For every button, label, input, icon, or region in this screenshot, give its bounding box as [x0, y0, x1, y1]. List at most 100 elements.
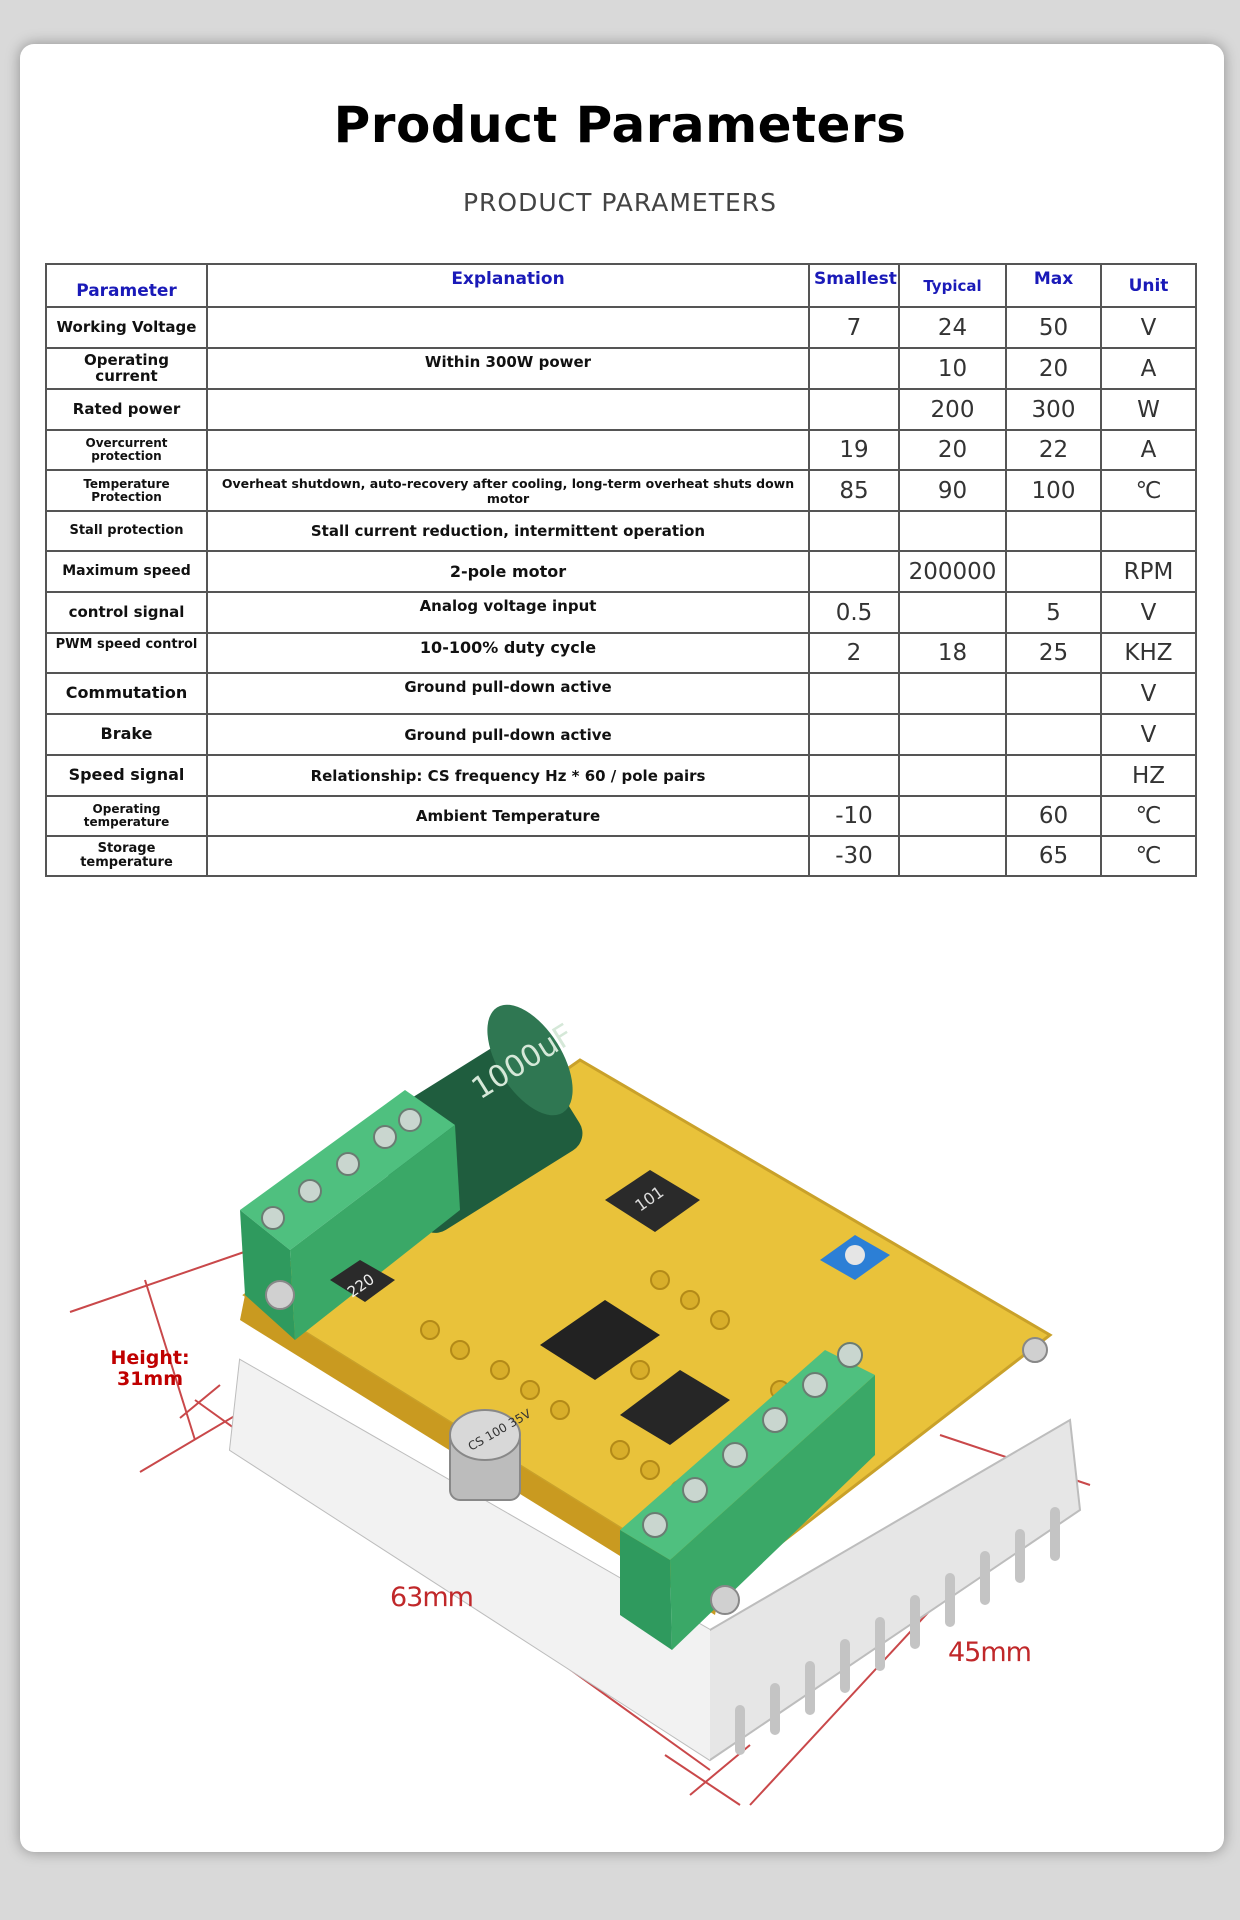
param-max: [1005, 713, 1102, 756]
param-max: 5: [1005, 591, 1102, 634]
table-row: PWM speed control 10-100% duty cycle 2 1…: [45, 632, 1197, 674]
param-explanation: [206, 835, 810, 877]
param-typical: [898, 510, 1007, 552]
param-max: 65: [1005, 835, 1102, 877]
param-unit: ℃: [1100, 835, 1197, 877]
header-smallest: Smallest: [808, 263, 900, 308]
param-explanation: [206, 429, 810, 471]
param-explanation: Overheat shutdown, auto-recovery after c…: [206, 469, 810, 512]
param-name: PWM speed control: [45, 632, 208, 674]
param-name: Speed signal: [45, 754, 208, 797]
param-typical: 90: [898, 469, 1007, 512]
height-dimension-label: Height: 31mm: [110, 1347, 190, 1390]
param-name: Overcurrent protection: [45, 429, 208, 471]
param-typical: [898, 754, 1007, 797]
param-typical: 10: [898, 347, 1007, 390]
param-smallest: -10: [808, 795, 900, 837]
param-max: 60: [1005, 795, 1102, 837]
length-dimension-label: 63mm: [390, 1582, 474, 1613]
param-typical: [898, 835, 1007, 877]
param-explanation: [206, 388, 810, 431]
header-max: Max: [1005, 263, 1102, 308]
table-header-row: Parameter Explanation Smallest Typical M…: [45, 263, 1197, 308]
param-unit: ℃: [1100, 795, 1197, 837]
param-smallest: 19: [808, 429, 900, 471]
header-unit: Unit: [1100, 263, 1197, 308]
param-explanation: Ground pull-down active: [206, 672, 810, 715]
param-explanation: [206, 306, 810, 349]
table-row: Maximum speed 2-pole motor 200000 RPM: [45, 550, 1197, 593]
param-explanation: 10-100% duty cycle: [206, 632, 810, 674]
table-row: Speed signal Relationship: CS frequency …: [45, 754, 1197, 797]
param-name: Maximum speed: [45, 550, 208, 593]
param-unit: HZ: [1100, 754, 1197, 797]
table-row: Rated power 200 300 W: [45, 388, 1197, 431]
param-explanation: Relationship: CS frequency Hz * 60 / pol…: [206, 754, 810, 797]
param-typical: 24: [898, 306, 1007, 349]
header-explanation: Explanation: [206, 263, 810, 308]
param-smallest: [808, 347, 900, 390]
param-explanation: 2-pole motor: [206, 550, 810, 593]
param-unit: KHZ: [1100, 632, 1197, 674]
header-typical: Typical: [898, 263, 1007, 308]
param-typical: 18: [898, 632, 1007, 674]
param-max: 50: [1005, 306, 1102, 349]
table-row: Operating current Within 300W power 10 2…: [45, 347, 1197, 390]
mounting-screws: [265, 1280, 1048, 1615]
table-row: control signal Analog voltage input 0.5 …: [45, 591, 1197, 634]
heatsink: [228, 1358, 1082, 1762]
table-row: Brake Ground pull-down active V: [45, 713, 1197, 756]
param-name: Operating temperature: [45, 795, 208, 837]
parameters-table: Parameter Explanation Smallest Typical M…: [45, 263, 1197, 877]
table-row: Stall protection Stall current reduction…: [45, 510, 1197, 552]
param-smallest: [808, 713, 900, 756]
param-smallest: [808, 754, 900, 797]
param-max: 20: [1005, 347, 1102, 390]
param-unit: W: [1100, 388, 1197, 431]
table-row: Operating temperature Ambient Temperatur…: [45, 795, 1197, 837]
page-subtitle: PRODUCT PARAMETERS: [462, 188, 778, 217]
param-smallest: [808, 388, 900, 431]
param-max: [1005, 672, 1102, 715]
param-name: Temperature Protection: [45, 469, 208, 512]
param-typical: 20: [898, 429, 1007, 471]
param-smallest: 7: [808, 306, 900, 349]
param-max: 100: [1005, 469, 1102, 512]
param-unit: A: [1100, 347, 1197, 390]
param-name: control signal: [45, 591, 208, 634]
header-parameter: Parameter: [45, 263, 208, 308]
param-max: [1005, 510, 1102, 552]
param-name: Brake: [45, 713, 208, 756]
param-name: Operating current: [45, 347, 208, 390]
width-dimension-label: 45mm: [948, 1637, 1032, 1668]
param-explanation: Ambient Temperature: [206, 795, 810, 837]
param-max: [1005, 754, 1102, 797]
table-row: Temperature Protection Overheat shutdown…: [45, 469, 1197, 512]
param-typical: [898, 672, 1007, 715]
param-name: Commutation: [45, 672, 208, 715]
param-typical: [898, 713, 1007, 756]
param-name: Storage temperature: [45, 835, 208, 877]
param-explanation: Within 300W power: [206, 347, 810, 390]
param-smallest: [808, 510, 900, 552]
param-explanation: Stall current reduction, intermittent op…: [206, 510, 810, 552]
param-unit: ℃: [1100, 469, 1197, 512]
param-max: 22: [1005, 429, 1102, 471]
param-explanation: Analog voltage input: [206, 591, 810, 634]
table-row: Storage temperature -30 65 ℃: [45, 835, 1197, 877]
small-capacitor: CS 100 35V: [449, 1406, 534, 1501]
param-typical: 200000: [898, 550, 1007, 593]
param-name: Rated power: [45, 388, 208, 431]
param-smallest: [808, 672, 900, 715]
param-explanation: Ground pull-down active: [206, 713, 810, 756]
page-title: Product Parameters: [333, 96, 907, 154]
param-max: [1005, 550, 1102, 593]
param-smallest: 2: [808, 632, 900, 674]
param-smallest: -30: [808, 835, 900, 877]
param-smallest: 85: [808, 469, 900, 512]
product-illustration: 1000uF 101 220 CS 100 35V: [69, 1004, 1091, 1806]
param-unit: V: [1100, 306, 1197, 349]
param-typical: [898, 795, 1007, 837]
param-smallest: 0.5: [808, 591, 900, 634]
param-typical: [898, 591, 1007, 634]
